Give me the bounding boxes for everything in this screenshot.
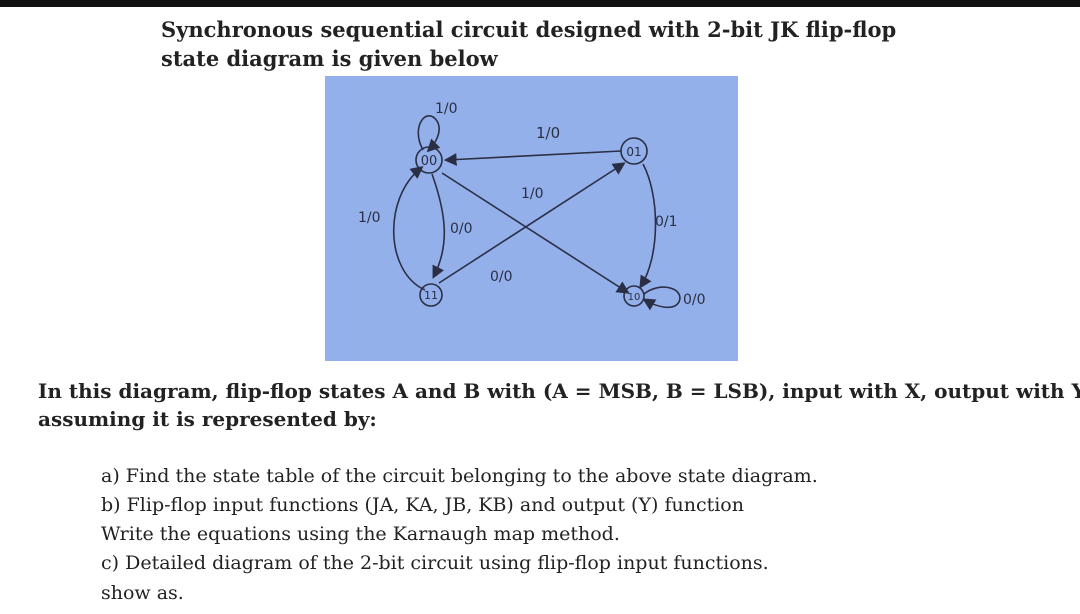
state-00: 00 — [421, 154, 438, 169]
label-11-to-01: 1/0 — [521, 186, 544, 202]
state-01: 01 — [626, 145, 641, 159]
question-b-cont: Write the equations using the Karnaugh m… — [101, 523, 620, 545]
state-diagram: 00 01 11 10 1/0 1/0 1/0 1/0 0/0 0/0 0/1 … — [358, 101, 706, 311]
description-line-2: assuming it is represented by: — [38, 407, 377, 431]
edge-11-to-00 — [392, 166, 426, 291]
label-00-to-11: 0/0 — [450, 221, 473, 237]
question-c: c) Detailed diagram of the 2-bit circuit… — [101, 552, 769, 574]
state-10: 10 — [628, 292, 641, 303]
description-line-1: In this diagram, flip-flop states A and … — [38, 379, 1080, 403]
question-c-cont: show as. — [101, 582, 184, 604]
label-11-to-00: 1/0 — [358, 210, 381, 226]
self-loop-10 — [642, 286, 681, 311]
state-diagram-figure: 00 01 11 10 1/0 1/0 1/0 1/0 0/0 0/0 0/1 … — [325, 76, 738, 361]
state-11-circle — [419, 283, 443, 307]
label-01-to-10: 0/1 — [655, 214, 678, 230]
state-00-circle — [415, 146, 443, 174]
question-a: a) Find the state table of the circuit b… — [101, 465, 818, 487]
edge-00-to-10 — [441, 172, 630, 294]
top-border — [0, 0, 1080, 7]
label-self-00: 1/0 — [435, 101, 458, 117]
label-00-to-10: 0/0 — [490, 269, 513, 285]
state-11: 11 — [424, 289, 438, 302]
label-01-to-00: 1/0 — [536, 124, 560, 142]
state-10-circle — [623, 285, 645, 307]
edge-01-to-10 — [639, 163, 657, 289]
self-loop-00 — [417, 115, 441, 153]
label-self-10: 0/0 — [683, 292, 706, 308]
edge-11-to-01 — [438, 162, 626, 284]
problem-subtitle: state diagram is given below — [161, 46, 498, 71]
edge-01-to-00 — [443, 150, 622, 166]
edge-00-to-11 — [431, 173, 446, 279]
state-01-circle — [620, 137, 648, 165]
question-b: b) Flip-flop input functions (JA, KA, JB… — [101, 494, 744, 516]
problem-title: Synchronous sequential circuit designed … — [161, 17, 897, 42]
